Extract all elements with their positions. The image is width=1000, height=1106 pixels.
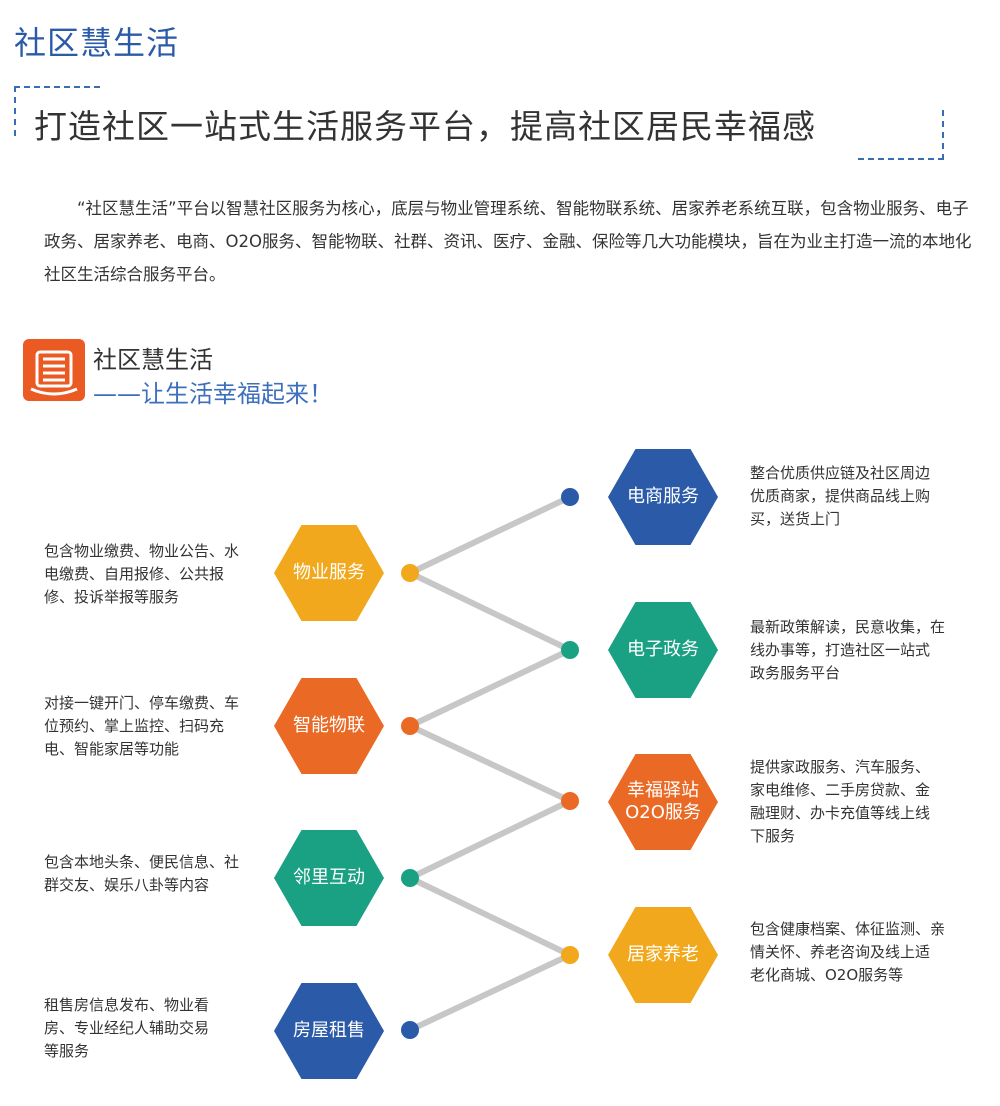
node-dot xyxy=(401,869,419,887)
connector-line xyxy=(407,952,573,1033)
connector-line xyxy=(407,494,573,576)
desc-line: 位预约、掌上监控、扫码充 xyxy=(44,717,225,735)
page-title: 社区慧生活 xyxy=(14,24,180,62)
desc-line: 租售房信息发布、物业看 xyxy=(44,996,210,1014)
module-label: 电商服务 xyxy=(627,486,699,507)
desc-line: 情关怀、养老咨询及线上适 xyxy=(750,943,931,961)
module-label: 幸福驿站 O2O服务 xyxy=(608,754,718,850)
connector-line xyxy=(407,798,573,881)
module-description: 包含本地头条、便民信息、社 群交友、娱乐八卦等内容 xyxy=(44,851,239,897)
module-e-government: 电子政务 xyxy=(608,602,718,698)
module-label-line2: O2O服务 xyxy=(625,802,701,823)
desc-line: 最新政策解读，民意收集，在 xyxy=(750,618,946,636)
desc-line: 下服务 xyxy=(750,827,796,845)
module-neighbor-interaction: 邻里互动 xyxy=(274,830,384,926)
module-smart-iot: 智能物联 xyxy=(274,678,384,774)
hexagon-shape xyxy=(274,525,384,621)
module-description: 租售房信息发布、物业看 房、专业经纪人辅助交易 等服务 xyxy=(44,994,209,1063)
node-dot xyxy=(561,641,579,659)
desc-line: 提供家政服务、汽车服务、 xyxy=(750,758,931,776)
desc-line: 融理财、办卡充值等线上线 xyxy=(750,804,931,822)
connector-line xyxy=(407,570,573,653)
connector-line xyxy=(407,723,573,804)
desc-line: 线办事等，打造社区一站式 xyxy=(750,641,931,659)
module-happiness-station: 幸福驿站 O2O服务 xyxy=(608,754,718,850)
module-label: 电子政务 xyxy=(627,639,699,660)
desc-line: 电缴费、自用报修、公共报 xyxy=(44,565,225,583)
slogan-frame: 打造社区一站式生活服务平台，提高社区居民幸福感 xyxy=(14,86,944,160)
module-label: 房屋租售 xyxy=(293,1020,365,1041)
connector-line xyxy=(407,875,573,958)
desc-line: 整合优质供应链及社区周边 xyxy=(750,464,931,482)
connector-line xyxy=(407,647,573,729)
building-logo-icon xyxy=(23,339,85,401)
slogan-text: 打造社区一站式生活服务平台，提高社区居民幸福感 xyxy=(34,107,816,146)
module-label: 邻里互动 xyxy=(293,867,365,888)
node-dot xyxy=(401,717,419,735)
brand-name: 社区慧生活 xyxy=(93,346,213,374)
node-dot xyxy=(401,1021,419,1039)
intro-paragraph: “社区慧生活”平台以智慧社区服务为核心，底层与物业管理系统、智能物联系统、居家养… xyxy=(44,199,972,284)
node-dot xyxy=(561,792,579,810)
brand-tagline: ——让生活幸福起来！ xyxy=(93,380,333,408)
desc-line: 等服务 xyxy=(44,1042,90,1060)
module-ecommerce: 电商服务 xyxy=(608,449,718,545)
desc-line: 对接一键开门、停车缴费、车 xyxy=(44,694,240,712)
desc-line: 家电维修、二手房贷款、金 xyxy=(750,781,931,799)
desc-line: 政务服务平台 xyxy=(750,664,841,682)
module-description: 最新政策解读，民意收集，在 线办事等，打造社区一站式 政务服务平台 xyxy=(750,616,945,685)
desc-line: 包含本地头条、便民信息、社 xyxy=(44,853,240,871)
frame-corner-bottom-right xyxy=(858,110,944,160)
desc-line: 包含健康档案、体征监测、亲 xyxy=(750,920,946,938)
desc-line: 老化商城、O2O服务等 xyxy=(750,966,904,984)
module-home-elderly-care: 居家养老 xyxy=(608,907,718,1003)
module-label-line1: 幸福驿站 xyxy=(627,780,699,801)
desc-line: 房、专业经纪人辅助交易 xyxy=(44,1019,210,1037)
module-label: 居家养老 xyxy=(627,944,699,965)
module-label: 物业服务 xyxy=(293,562,365,583)
desc-line: 电、智能家居等功能 xyxy=(44,740,180,758)
module-description: 包含物业缴费、物业公告、水 电缴费、自用报修、公共报 修、投诉举报等服务 xyxy=(44,540,239,609)
module-house-rental: 房屋租售 xyxy=(274,983,384,1079)
module-description: 对接一键开门、停车缴费、车 位预约、掌上监控、扫码充 电、智能家居等功能 xyxy=(44,692,239,761)
node-dot xyxy=(561,488,579,506)
node-dot xyxy=(561,946,579,964)
desc-line: 修、投诉举报等服务 xyxy=(44,588,180,606)
desc-line: 买，送货上门 xyxy=(750,510,841,528)
hexagon-shape xyxy=(274,678,384,774)
desc-line: 优质商家，提供商品线上购 xyxy=(750,487,931,505)
desc-line: 群交友、娱乐八卦等内容 xyxy=(44,876,210,894)
hexagon-shape xyxy=(274,983,384,1079)
node-dot xyxy=(401,564,419,582)
module-label: 智能物联 xyxy=(293,715,365,736)
hexagon-shape xyxy=(274,830,384,926)
desc-line: 包含物业缴费、物业公告、水 xyxy=(44,542,240,560)
module-description: 提供家政服务、汽车服务、 家电维修、二手房贷款、金 融理财、办卡充值等线上线 下… xyxy=(750,756,930,848)
frame-corner-top-left xyxy=(14,86,100,136)
module-description: 包含健康档案、体征监测、亲 情关怀、养老咨询及线上适 老化商城、O2O服务等 xyxy=(750,918,945,987)
module-description: 整合优质供应链及社区周边 优质商家，提供商品线上购 买，送货上门 xyxy=(750,462,930,531)
module-property-service: 物业服务 xyxy=(274,525,384,621)
